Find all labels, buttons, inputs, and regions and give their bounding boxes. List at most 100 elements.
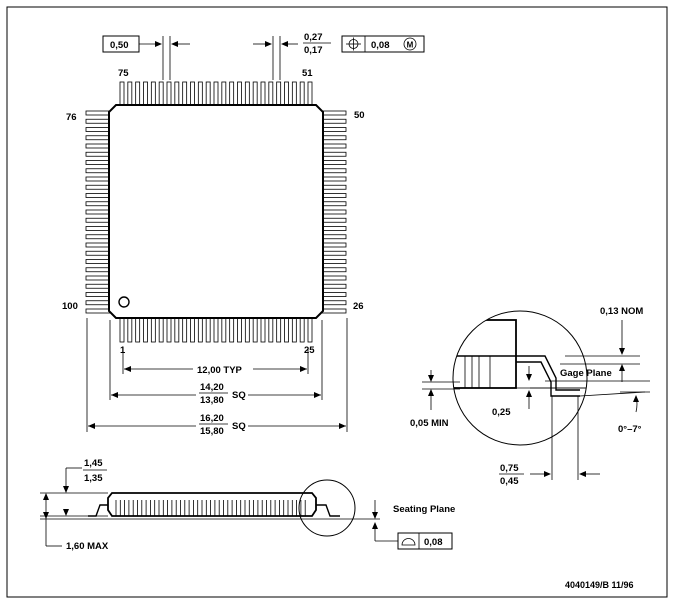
svg-text:12,00 TYP: 12,00 TYP	[197, 365, 243, 376]
pins-bottom-row	[119, 316, 313, 343]
lead-width-min: 0,17	[304, 45, 323, 56]
svg-text:0,25: 0,25	[492, 407, 511, 418]
lead	[127, 81, 133, 107]
lead	[321, 283, 347, 289]
pin-label-26: 26	[353, 301, 364, 312]
pitch-callout: 0,50	[102, 35, 190, 80]
lead	[268, 316, 274, 343]
svg-text:Gage Plane: Gage Plane	[560, 368, 612, 379]
svg-text:16,20: 16,20	[200, 413, 224, 424]
svg-text:0,50: 0,50	[110, 40, 129, 51]
lead	[143, 81, 148, 107]
lead	[85, 259, 111, 264]
lead	[221, 316, 227, 343]
document-id: 4040149/B 11/96	[565, 580, 634, 590]
lead	[321, 259, 347, 264]
coplanarity-value: 0,08	[424, 537, 443, 548]
lead	[321, 110, 347, 116]
lead	[85, 217, 111, 223]
body-size-dimension: 14,20 13,80 SQ	[109, 320, 323, 406]
lead	[205, 316, 211, 343]
lead	[85, 135, 111, 141]
angle-dimension: 0°–7°	[579, 391, 646, 435]
package-body	[108, 104, 324, 319]
svg-text:1,35: 1,35	[84, 473, 103, 484]
lead	[190, 316, 195, 343]
position-tolerance: 0,08	[371, 40, 390, 51]
pins-top-row	[119, 81, 313, 107]
lead	[197, 81, 203, 107]
lead	[150, 81, 156, 107]
lead	[321, 184, 347, 190]
lead	[321, 300, 347, 306]
lead	[85, 209, 111, 215]
lead	[291, 316, 297, 343]
lead	[119, 81, 125, 107]
lead	[321, 193, 347, 198]
lead	[85, 234, 111, 240]
lead	[321, 127, 347, 132]
lead	[174, 81, 180, 107]
lead	[85, 308, 111, 314]
lead	[119, 316, 125, 343]
lead-width-max: 0,27	[304, 32, 323, 43]
lead	[85, 127, 111, 132]
lead	[321, 308, 347, 314]
pins-left-column	[85, 110, 111, 314]
svg-text:0,13 NOM: 0,13 NOM	[600, 306, 643, 317]
lead	[321, 292, 347, 297]
lead	[260, 81, 266, 107]
lead	[321, 176, 347, 182]
pin-label-100: 100	[62, 301, 78, 312]
lead	[229, 316, 235, 343]
lead	[307, 81, 313, 107]
svg-text:1,60 MAX: 1,60 MAX	[66, 541, 109, 552]
pin1-indicator	[118, 296, 130, 308]
mmc-modifier: M	[407, 41, 414, 50]
pin-label-51: 51	[302, 68, 313, 79]
lead	[321, 143, 347, 149]
lead	[321, 118, 347, 124]
lead	[260, 316, 266, 343]
pin-label-25: 25	[304, 345, 315, 356]
lead	[197, 316, 203, 343]
lead	[85, 193, 111, 198]
lead	[321, 151, 347, 157]
lead	[85, 300, 111, 306]
gauge-offset-dimension: 0,25	[492, 366, 532, 418]
lead	[321, 234, 347, 240]
lead	[221, 81, 227, 107]
lead	[284, 316, 289, 343]
svg-text:SQ: SQ	[232, 390, 246, 401]
svg-text:0,45: 0,45	[500, 476, 519, 487]
lead	[321, 275, 347, 281]
lead	[85, 151, 111, 157]
detail-lead-profile	[453, 319, 587, 397]
lead	[244, 316, 250, 343]
pin-label-75: 75	[118, 68, 129, 79]
lead	[299, 81, 305, 107]
lead	[237, 81, 242, 107]
lead	[127, 316, 133, 343]
lead	[321, 160, 347, 165]
lead	[150, 316, 156, 343]
lead	[276, 81, 282, 107]
lead	[321, 226, 347, 231]
lead	[182, 316, 188, 343]
pin-label-50: 50	[354, 110, 365, 121]
lead	[321, 250, 347, 256]
lead	[85, 184, 111, 190]
lead	[135, 316, 141, 343]
lead	[85, 201, 111, 207]
lead	[321, 168, 347, 174]
lead	[85, 143, 111, 149]
lead	[158, 316, 164, 343]
lead	[321, 209, 347, 215]
seating-plane-callout: Seating Plane 0,08	[372, 500, 455, 550]
foot-length-dimension: 0,75 0,45	[499, 396, 600, 487]
detail-circle	[452, 310, 588, 446]
svg-text:15,80: 15,80	[200, 426, 224, 437]
overall-size-dimension: 16,20 15,80 SQ	[86, 318, 348, 437]
lead	[158, 81, 164, 107]
svg-text:Seating Plane: Seating Plane	[393, 504, 455, 515]
